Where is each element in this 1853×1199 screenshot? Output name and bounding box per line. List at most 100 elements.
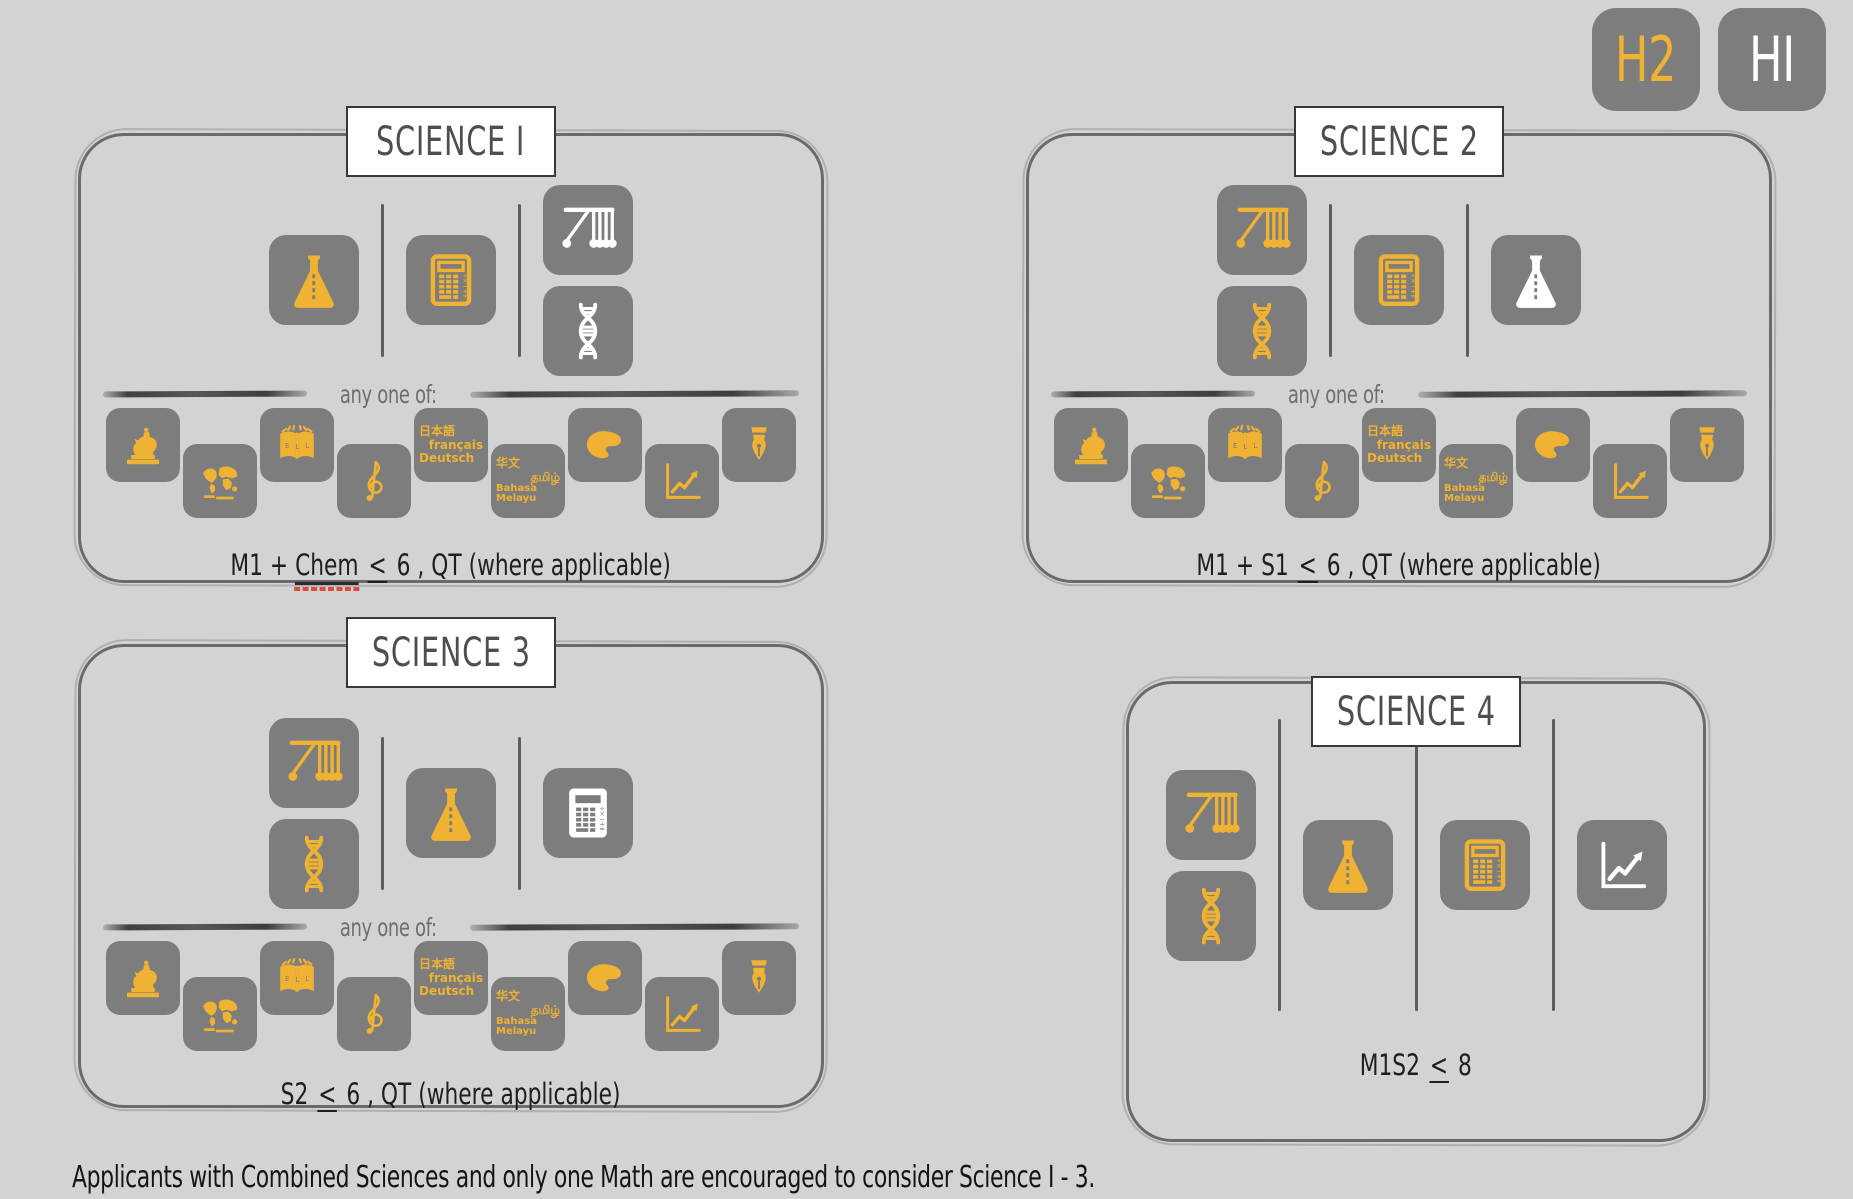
any-one-of-row: any one of: [102, 912, 800, 942]
tile-treble-clef[interactable] [1285, 444, 1359, 518]
science-4-box[interactable]: SCIENCE 4 ÷×−+= M1S2 < 8 [1126, 676, 1706, 1142]
svg-text:÷: ÷ [1410, 272, 1416, 280]
tile-world-map[interactable] [183, 444, 257, 518]
tile-palette[interactable] [568, 408, 642, 482]
sketch-line [469, 923, 800, 931]
tile-calculator[interactable]: ÷×−+= [543, 768, 633, 858]
svg-text:=: = [462, 293, 468, 301]
column-divider [1277, 719, 1281, 1011]
column-divider [1466, 203, 1469, 357]
tile-dna[interactable] [269, 818, 359, 909]
tile-palette[interactable] [1516, 408, 1590, 482]
tile-world-map[interactable] [1131, 444, 1205, 518]
science-box-title[interactable]: SCIENCE I [346, 106, 556, 177]
line-chart-icon [1600, 841, 1646, 889]
badge-h2[interactable]: H2 [1592, 8, 1700, 111]
tile-world-map[interactable] [183, 977, 257, 1051]
svg-text:×: × [1410, 277, 1416, 285]
tile-flask[interactable] [269, 235, 359, 325]
science-1-box[interactable]: SCIENCE I ÷×−+= any one of: [78, 106, 824, 585]
tile-statue[interactable] [1054, 408, 1128, 482]
tile-palette[interactable] [568, 941, 642, 1015]
tile-statue[interactable] [106, 408, 180, 482]
tile-newtons-cradle[interactable] [1165, 769, 1256, 860]
science-box-title[interactable]: SCIENCE 3 [346, 617, 556, 688]
tile-line-chart[interactable] [1593, 444, 1667, 518]
svg-text:÷: ÷ [462, 272, 468, 280]
tile-line-chart[interactable] [645, 444, 719, 518]
tile-flask[interactable] [1491, 235, 1581, 325]
newtons-cradle-icon [562, 207, 617, 248]
science-box-title-label: SCIENCE 2 [1319, 118, 1479, 165]
science-box-title[interactable]: SCIENCE 4 [1311, 676, 1521, 747]
statue-icon [127, 960, 159, 998]
combination-caption[interactable]: M1 + S1 < 6 , QT (where applicable) [1196, 548, 1602, 583]
palette-icon [586, 964, 622, 992]
palette-icon [1534, 431, 1570, 459]
tile-statue[interactable] [106, 941, 180, 1015]
flask-icon [1327, 840, 1368, 893]
science-3-box[interactable]: SCIENCE 3 ÷×−+= any one of: [78, 617, 824, 1112]
tile-pen-nib[interactable] [1670, 408, 1744, 482]
tile-treble-clef[interactable] [337, 444, 411, 518]
line-chart-icon [1614, 463, 1649, 499]
any-one-of-row: any one of: [1050, 380, 1748, 409]
subject-column [543, 184, 633, 376]
tile-newtons-cradle[interactable] [269, 717, 359, 808]
column-divider [518, 203, 521, 357]
tile-flask[interactable] [406, 768, 496, 858]
line-chart-icon [666, 996, 701, 1032]
calculator-icon: ÷×−+= [1464, 839, 1505, 891]
combination-caption[interactable]: M1 + Chem < 6 , QT (where applicable) [81, 548, 821, 585]
svg-text:−: − [462, 282, 468, 290]
tile-line-chart[interactable] [645, 977, 719, 1051]
tile-dna[interactable] [1165, 870, 1256, 961]
newtons-cradle-icon [1184, 792, 1240, 833]
subject-column: ÷×−+= [1354, 235, 1444, 325]
column-divider [1329, 203, 1332, 357]
tile-calculator[interactable]: ÷×−+= [1354, 235, 1444, 325]
tile-line-chart[interactable] [1576, 820, 1667, 910]
subject-column [1217, 184, 1307, 376]
sketch-line [102, 923, 308, 931]
tile-dna[interactable] [1217, 285, 1307, 376]
tile-newtons-cradle[interactable] [543, 184, 633, 275]
tile-flask[interactable] [1302, 820, 1393, 910]
badge-h2-label: H2 [1615, 23, 1677, 96]
subject-column [1576, 820, 1667, 910]
tile-pen-nib[interactable] [722, 408, 796, 482]
subjects-row: ÷×−+= [1029, 180, 1769, 380]
tile-dna[interactable] [543, 285, 633, 376]
subject-column: ÷×−+= [406, 235, 496, 325]
badge-h1[interactable]: HI [1718, 8, 1826, 111]
tile-newtons-cradle[interactable] [1217, 184, 1307, 275]
svg-text:−: − [1410, 282, 1416, 290]
tile-pen-nib[interactable] [722, 941, 796, 1015]
combination-caption[interactable]: S2 < 6 , QT (where applicable) [281, 1077, 621, 1112]
tile-calculator[interactable]: ÷×−+= [406, 235, 496, 325]
science-2-box[interactable]: SCIENCE 2 ÷×−+= any one of: [1026, 106, 1772, 583]
statue-icon [127, 427, 159, 465]
svg-text:−: − [599, 815, 605, 823]
svg-text:+: + [1496, 872, 1502, 880]
science-box-title[interactable]: SCIENCE 2 [1294, 106, 1504, 177]
footnote-text[interactable]: Applicants with Combined Sciences and on… [72, 1160, 1473, 1195]
svg-text:=: = [599, 826, 605, 834]
tile-calculator[interactable]: ÷×−+= [1439, 820, 1530, 910]
tile-treble-clef[interactable] [337, 977, 411, 1051]
combination-caption[interactable]: M1S2 < 8 [1359, 1048, 1473, 1083]
any-one-of-label: any one of: [340, 912, 437, 942]
